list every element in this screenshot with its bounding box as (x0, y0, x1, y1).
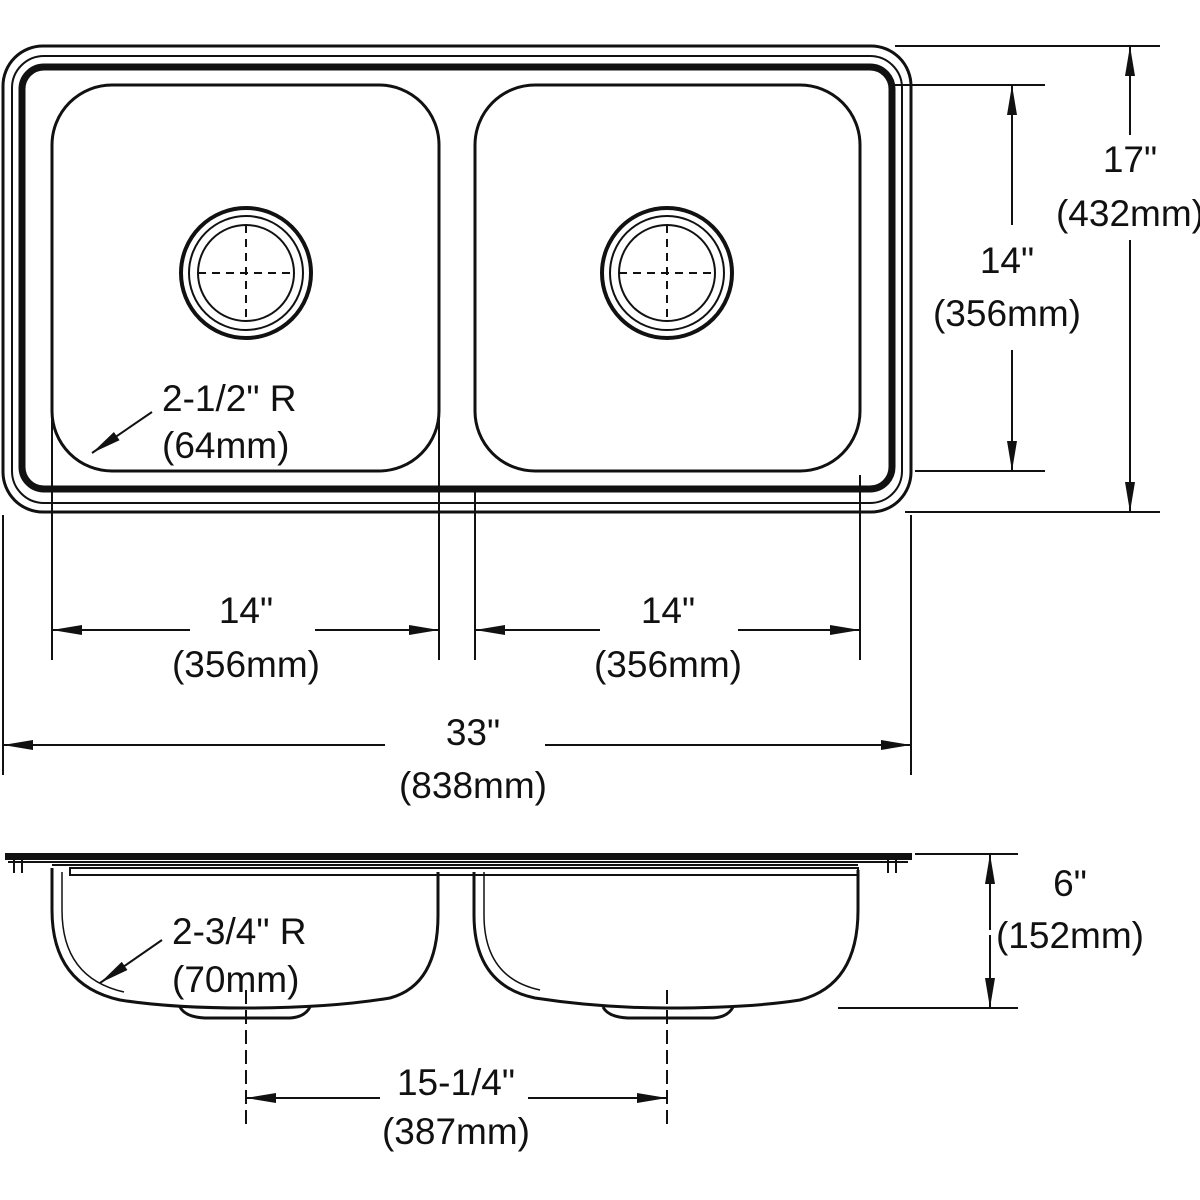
right-bowl-width-inches: 14" (641, 590, 695, 631)
right-bowl-width-mm: (356mm) (594, 644, 742, 685)
left-bowl-width-inches: 14" (219, 590, 273, 631)
mounting-clip-left (13, 860, 23, 873)
left-drain-body (178, 1006, 312, 1020)
side-view (5, 853, 1018, 1125)
radius-leader (91, 411, 153, 454)
drain-spacing-inches: 15-1/4" (397, 1062, 515, 1103)
bottom-radius-mm: (70mm) (172, 959, 299, 1000)
top-view (1, 44, 1160, 775)
left-drain (179, 206, 313, 340)
overall-depth-inches: 17" (1103, 139, 1157, 180)
right-drain (600, 206, 734, 340)
left-bowl-width-mm: (356mm) (172, 644, 320, 685)
overall-depth-mm: (432mm) (1056, 193, 1200, 234)
left-bowl (50, 83, 441, 473)
bowl-height-inches: 6" (1053, 863, 1087, 904)
right-bowl-profile (472, 870, 860, 1010)
bottom-radius-inches: 2-3/4" R (172, 911, 306, 952)
drain-spacing-mm: (387mm) (382, 1111, 530, 1152)
mounting-clip-right (887, 860, 897, 873)
sink-rim-outer (1, 44, 913, 514)
right-bowl (473, 83, 862, 473)
sink-deck-edge (18, 63, 896, 493)
corner-radius-inches: 2-1/2" R (162, 378, 296, 419)
sink-rim-inner (11, 55, 903, 504)
bowl-depth-mm: (356mm) (933, 293, 1081, 334)
radius-leader (99, 939, 163, 984)
right-drain-body (601, 1006, 735, 1020)
corner-radius-mm: (64mm) (162, 425, 289, 466)
overall-width-mm: (838mm) (399, 765, 547, 806)
bowl-height-mm: (152mm) (996, 915, 1144, 956)
sink-flange (5, 853, 912, 860)
left-bowl-profile (50, 868, 440, 1010)
bowl-depth-inches: 14" (980, 240, 1034, 281)
overall-width-inches: 33" (446, 712, 500, 753)
